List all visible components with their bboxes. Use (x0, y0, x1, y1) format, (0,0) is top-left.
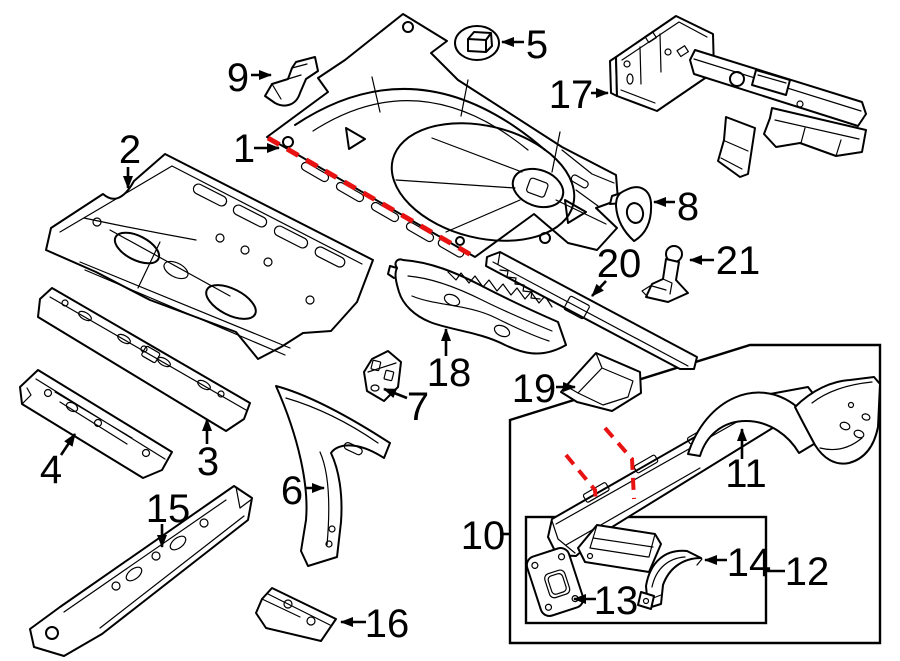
callout-label-18: 18 (427, 351, 472, 395)
cut-mark-right-dashed (603, 426, 636, 500)
callout-labels: 1 2 3 4 5 6 7 8 9 10 11 12 13 14 15 16 1… (40, 23, 829, 646)
callout-label-8: 8 (677, 185, 699, 229)
part-15-sill-drawing (29, 485, 253, 657)
part-7-bracket-drawing (363, 350, 402, 402)
callout-label-21: 21 (716, 239, 761, 283)
callout-label-11: 11 (725, 452, 767, 496)
part-18-crossmember-drawing (387, 258, 567, 355)
callout-label-4: 4 (40, 448, 62, 492)
part-9-bracket-drawing (264, 56, 319, 107)
callout-label-20: 20 (597, 242, 642, 286)
callout-label-13: 13 (594, 579, 639, 623)
callout-7-arrow (383, 387, 408, 400)
part-17-rail-assembly-drawing (609, 15, 867, 178)
callout-4-arrow (59, 433, 77, 456)
callout-20-arrow (591, 280, 607, 297)
callout-label-5: 5 (526, 23, 548, 67)
callout-label-2: 2 (119, 128, 141, 172)
callout-label-14: 14 (727, 541, 772, 585)
part-1-edge-highlight-dashed (266, 135, 475, 259)
callout-label-10: 10 (461, 514, 506, 558)
callout-label-16: 16 (365, 602, 410, 646)
callout-arrows (59, 37, 785, 627)
part-19-bracket-drawing (560, 352, 642, 412)
part-14-bracket-drawing (637, 549, 703, 610)
part-2-floor-side-panel-drawing (45, 153, 374, 360)
callout-label-15: 15 (146, 487, 191, 531)
callout-label-6: 6 (281, 469, 303, 513)
part-20-sill-strip-drawing (485, 251, 698, 370)
part-8-bracket-drawing (609, 186, 653, 242)
callout-label-7: 7 (407, 385, 429, 429)
callout-label-17: 17 (549, 73, 594, 117)
part-21-bracket-drawing (641, 245, 689, 303)
part-11-rail-assembly-drawing (547, 376, 881, 557)
callout-label-1: 1 (233, 127, 255, 171)
group-box-10 (508, 343, 882, 645)
part-16-bracket-drawing (255, 587, 337, 642)
part-12-kit-channel-bracket-drawing (577, 524, 662, 573)
callout-label-19: 19 (512, 367, 557, 411)
part-13-plate-drawing (525, 547, 585, 617)
cut-mark-left-dashed (564, 453, 598, 505)
part-1-rear-floor-pan-drawing (266, 13, 619, 258)
part-6-pillar-drawing (275, 385, 391, 567)
part-5-clip-nut-drawing (454, 25, 500, 61)
callout-label-12: 12 (785, 550, 830, 594)
callout-label-3: 3 (197, 440, 219, 484)
part-4-rail-drawing (19, 369, 173, 479)
part-3-rail-drawing (37, 287, 251, 432)
callout-label-9: 9 (227, 56, 249, 100)
